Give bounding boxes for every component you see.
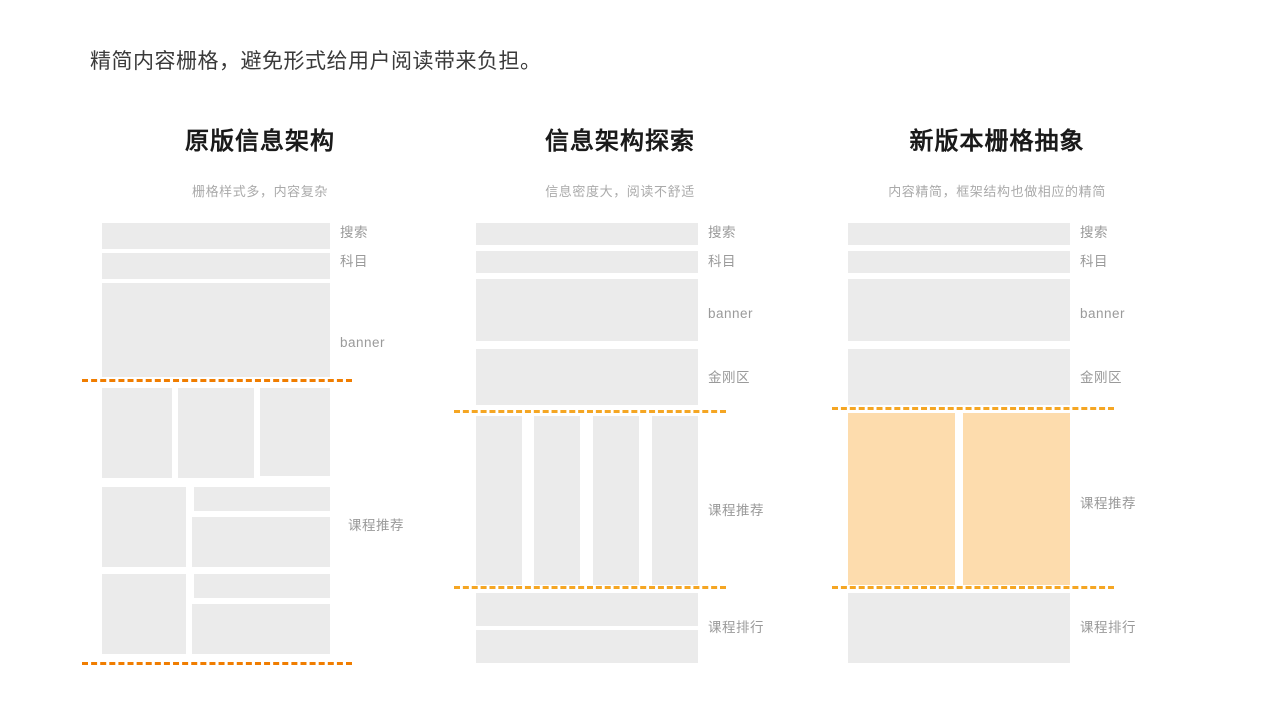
wire-block-ranking bbox=[476, 593, 698, 626]
wire-block-course-highlight bbox=[963, 413, 1070, 585]
wire-tag-ranking: 课程排行 bbox=[708, 620, 764, 635]
wire-block-course-col bbox=[652, 416, 698, 585]
wire-tag-banner: banner bbox=[1080, 306, 1126, 321]
wire-block-kingkong bbox=[848, 349, 1070, 405]
wire-tag-search: 搜索 bbox=[340, 225, 368, 240]
wire-tag-subject: 科目 bbox=[1080, 254, 1108, 269]
wire-block-list-body bbox=[192, 517, 330, 567]
wireframe-new-version: 搜索 科目 banner 金刚区 课程推荐 课程排行 bbox=[822, 215, 1177, 670]
wire-rule-bottom bbox=[82, 662, 352, 665]
wire-tag-recommend: 课程推荐 bbox=[348, 518, 404, 533]
wire-tag-subject: 科目 bbox=[708, 254, 736, 269]
wire-block-banner bbox=[102, 283, 330, 377]
wireframe-exploration: 搜索 科目 banner 金刚区 课程推荐 课程排行 bbox=[450, 215, 795, 670]
wire-block-ranking bbox=[848, 593, 1070, 663]
column-header-exploration: 信息架构探索 信息密度大，阅读不舒适 bbox=[450, 125, 790, 200]
wire-rule-top bbox=[832, 407, 1114, 410]
wire-block-card bbox=[178, 388, 254, 478]
wire-tag-recommend: 课程推荐 bbox=[1080, 496, 1136, 511]
wire-rule-bottom bbox=[454, 586, 726, 589]
wire-rule-top bbox=[454, 410, 726, 413]
column-title-new-version: 新版本栅格抽象 bbox=[909, 128, 1085, 155]
wire-block-list-thumb bbox=[102, 487, 186, 567]
slide-title: 精简内容栅格，避免形式给用户阅读带来负担。 bbox=[90, 50, 542, 73]
wire-block-card bbox=[102, 388, 172, 478]
column-subtitle-exploration: 信息密度大，阅读不舒适 bbox=[545, 184, 695, 199]
wire-tag-banner: banner bbox=[340, 335, 386, 350]
wire-rule-bottom bbox=[832, 586, 1114, 589]
wire-block-list-body bbox=[192, 604, 330, 654]
wire-block-subject bbox=[102, 253, 330, 279]
wire-block-ranking bbox=[476, 630, 698, 663]
column-header-original: 原版信息架构 栅格样式多，内容复杂 bbox=[90, 125, 430, 200]
wire-tag-subject: 科目 bbox=[340, 254, 368, 269]
column-title-original: 原版信息架构 bbox=[185, 128, 335, 155]
wire-tag-kingkong: 金刚区 bbox=[708, 370, 750, 385]
wire-block-course-col bbox=[534, 416, 580, 585]
column-header-new-version: 新版本栅格抽象 内容精简，框架结构也做相应的精简 bbox=[822, 125, 1172, 200]
wire-block-list-line bbox=[194, 487, 330, 511]
column-title-exploration: 信息架构探索 bbox=[545, 128, 695, 155]
wire-tag-ranking: 课程排行 bbox=[1080, 620, 1136, 635]
wire-block-search bbox=[848, 223, 1070, 245]
wire-tag-search: 搜索 bbox=[708, 225, 736, 240]
wire-tag-banner: banner bbox=[708, 306, 754, 321]
wire-block-course-col bbox=[476, 416, 522, 585]
wire-rule-top bbox=[82, 379, 352, 382]
wireframe-original: 搜索 科目 banner 课程推荐 bbox=[82, 215, 435, 670]
wire-block-subject bbox=[476, 251, 698, 273]
column-subtitle-new-version: 内容精简，框架结构也做相应的精简 bbox=[888, 184, 1106, 199]
wire-block-banner bbox=[476, 279, 698, 341]
wire-block-list-thumb bbox=[102, 574, 186, 654]
wire-block-search bbox=[476, 223, 698, 245]
wire-block-course-col bbox=[593, 416, 639, 585]
wire-tag-search: 搜索 bbox=[1080, 225, 1108, 240]
column-subtitle-original: 栅格样式多，内容复杂 bbox=[191, 184, 328, 199]
wire-tag-kingkong: 金刚区 bbox=[1080, 370, 1122, 385]
wire-block-card bbox=[260, 388, 330, 476]
wire-block-course-highlight bbox=[848, 413, 955, 585]
wire-block-search bbox=[102, 223, 330, 249]
wire-block-list-line bbox=[194, 574, 330, 598]
wire-block-banner bbox=[848, 279, 1070, 341]
wire-tag-recommend: 课程推荐 bbox=[708, 503, 764, 518]
wire-block-kingkong bbox=[476, 349, 698, 405]
wire-block-subject bbox=[848, 251, 1070, 273]
